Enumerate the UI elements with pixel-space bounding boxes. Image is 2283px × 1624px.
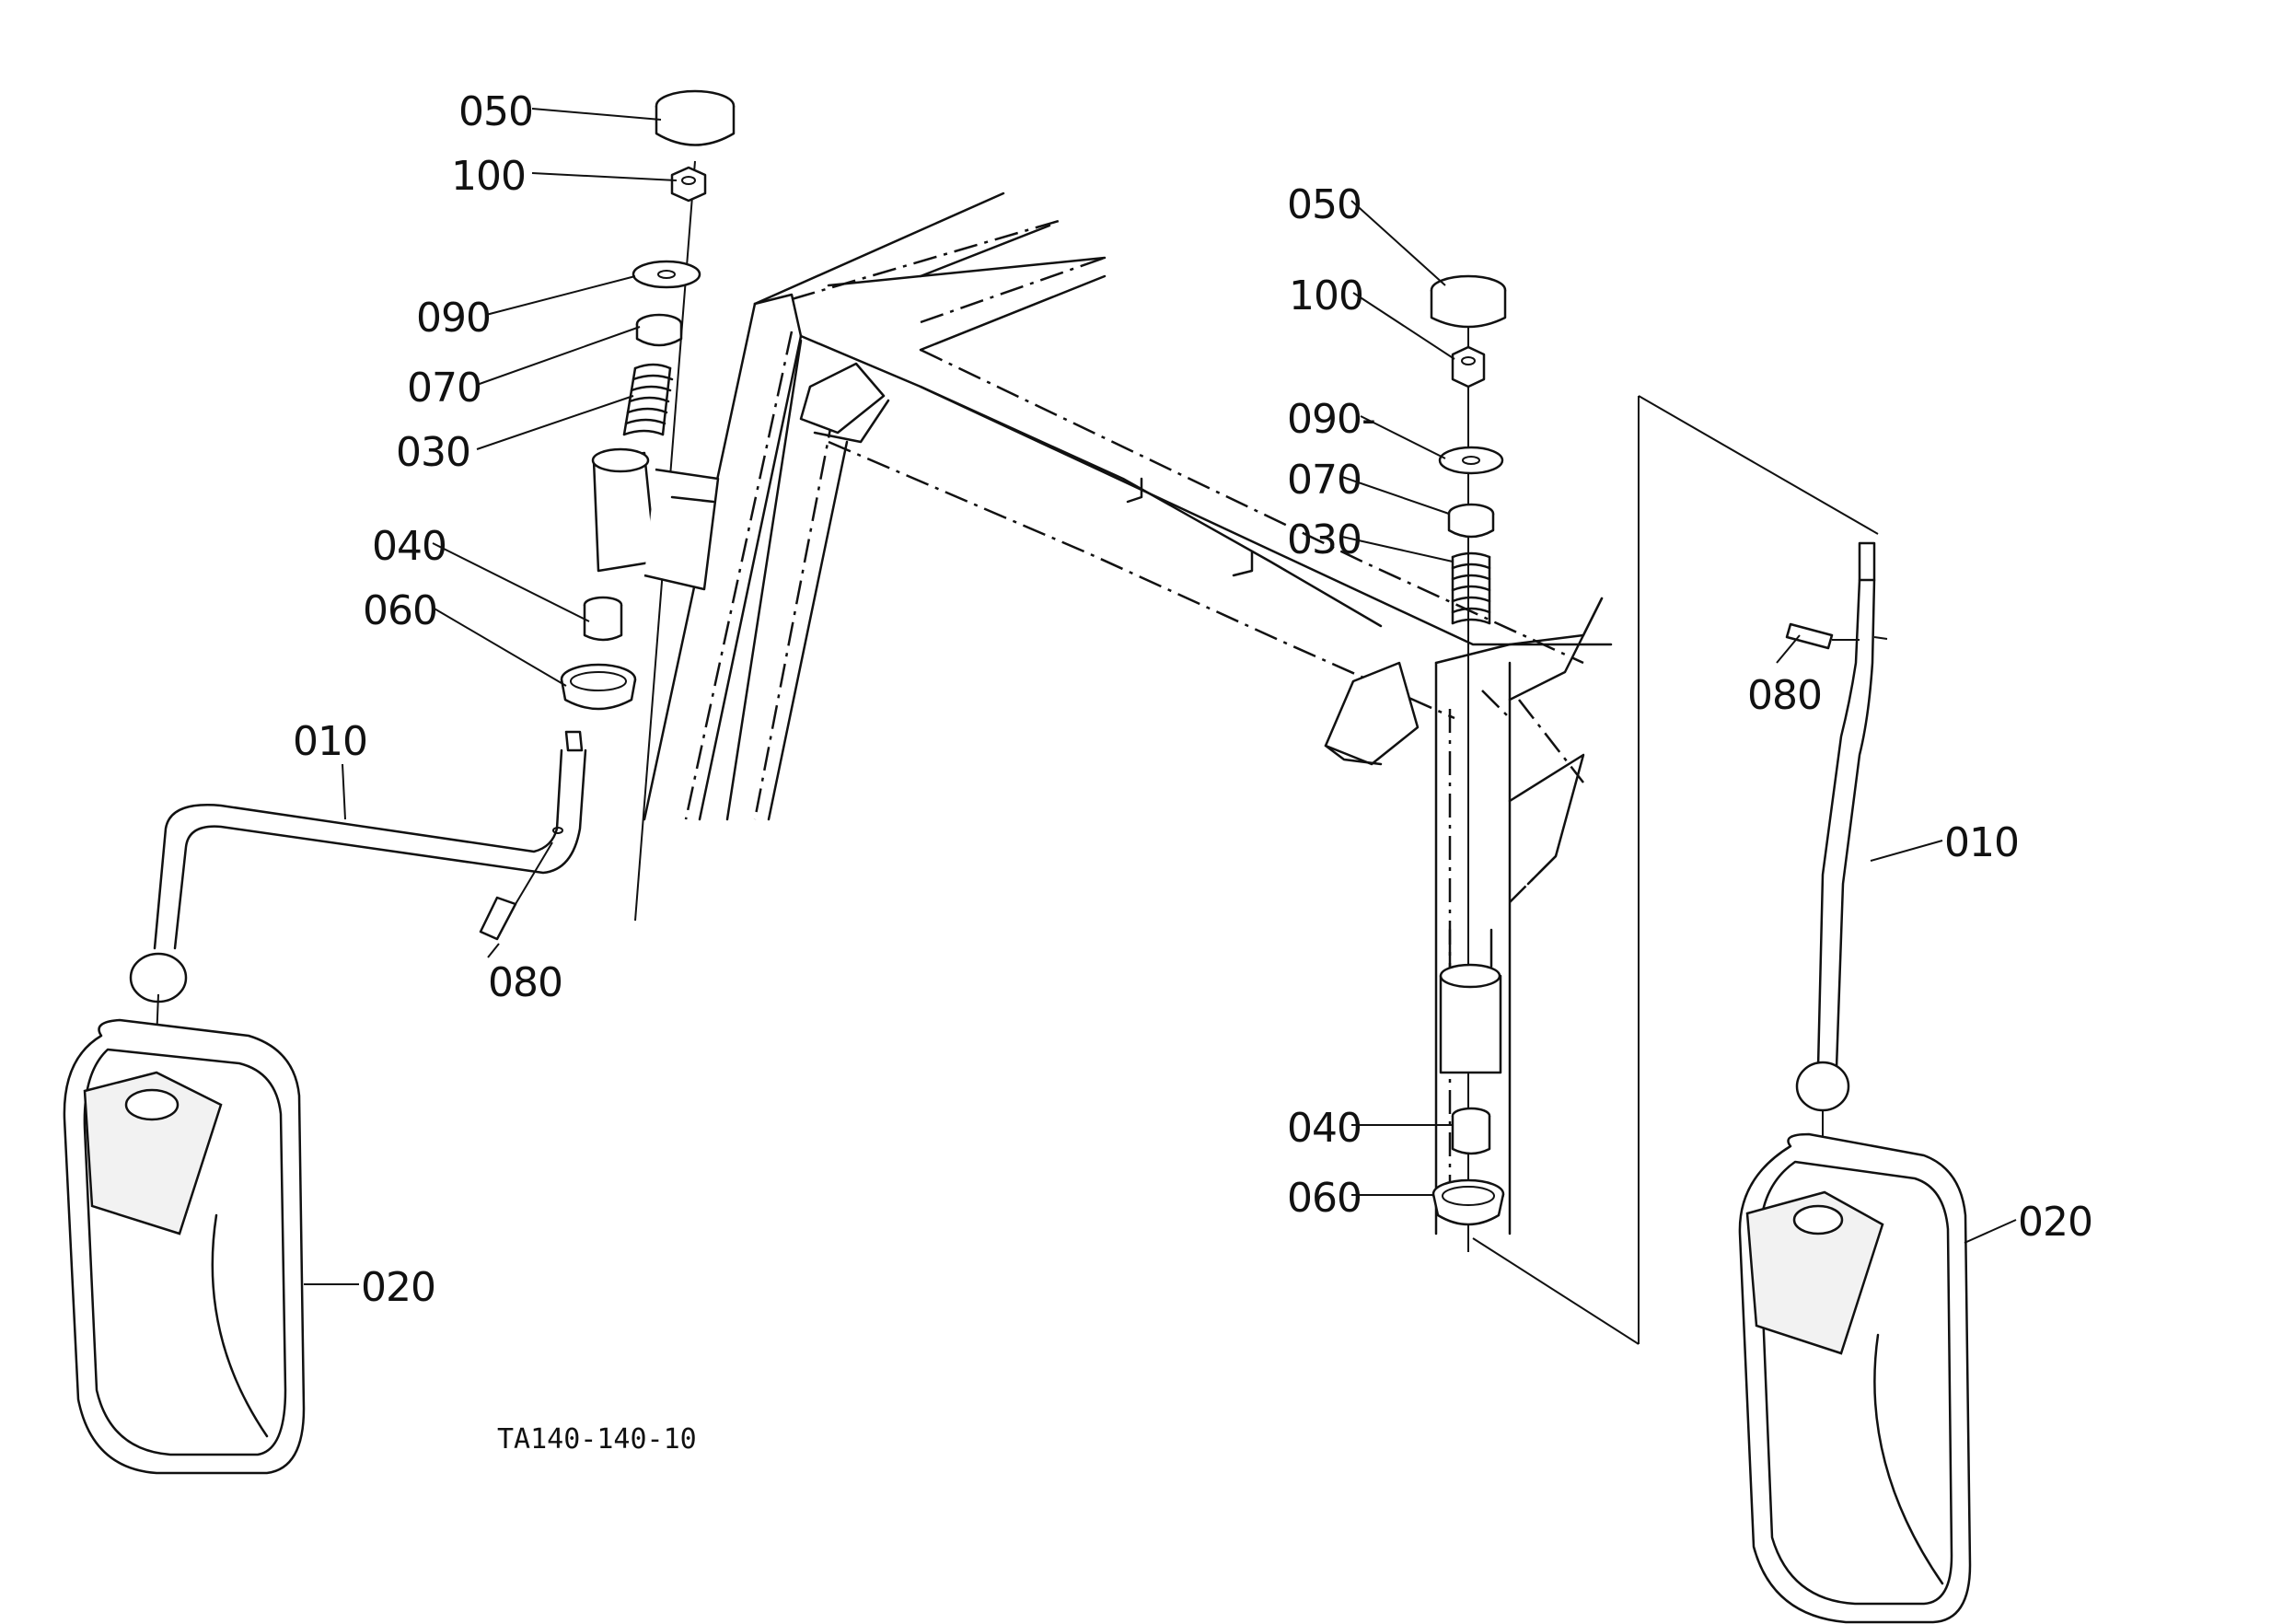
mirror-rod-010-right bbox=[1816, 541, 1888, 1070]
callout-100-left: 100 bbox=[451, 153, 526, 200]
spring-030-right bbox=[1451, 551, 1491, 625]
collar-040-right bbox=[1451, 1107, 1491, 1155]
callout-040-left: 040 bbox=[372, 523, 446, 570]
callout-080-left: 080 bbox=[488, 959, 562, 1006]
washer-090-left bbox=[632, 260, 701, 289]
left-mirror-assembly bbox=[63, 89, 736, 1475]
callout-labels: 050 100 090 070 030 040 060 010 080 020 … bbox=[293, 88, 2093, 1456]
callout-010-left: 010 bbox=[293, 718, 367, 765]
mirror-bracket-left bbox=[591, 447, 720, 591]
leader-lines bbox=[304, 108, 2017, 1285]
pin-080-right bbox=[1785, 622, 1860, 650]
pin-080-left bbox=[479, 841, 553, 941]
callout-020-right: 020 bbox=[2018, 1199, 2092, 1246]
callout-090-right: 090- bbox=[1287, 396, 1375, 443]
right-mirror-assembly bbox=[1430, 274, 1972, 1624]
drawing-reference-code: TA140-140-10 bbox=[497, 1423, 697, 1456]
nut-100-left bbox=[670, 166, 707, 203]
callout-050-left: 050 bbox=[458, 88, 533, 135]
washer-090-right bbox=[1438, 446, 1504, 475]
callout-060-left: 060 bbox=[363, 587, 437, 634]
callout-010-right: 010 bbox=[1944, 819, 2019, 866]
cab-frame bbox=[643, 191, 1879, 1345]
cup-060-left bbox=[560, 663, 637, 711]
mirror-head-020-left bbox=[63, 1018, 306, 1475]
collar-040-left bbox=[583, 596, 623, 642]
spring-030-left bbox=[622, 363, 674, 436]
callout-030-left: 030 bbox=[396, 429, 470, 476]
callout-090-left: 090 bbox=[416, 295, 491, 342]
callout-050-right: 050 bbox=[1287, 181, 1362, 228]
callout-030-right: 030 bbox=[1287, 516, 1362, 563]
mirror-bracket-right bbox=[1439, 928, 1502, 1074]
callout-080-right: 080 bbox=[1747, 672, 1822, 719]
mirror-rod-010-left bbox=[153, 730, 587, 950]
callout-020-left: 020 bbox=[361, 1264, 435, 1311]
cap-050-right bbox=[1430, 274, 1507, 329]
callout-060-right: 060 bbox=[1287, 1175, 1362, 1222]
callout-100-right: 100 bbox=[1289, 273, 1363, 319]
callout-070-right: 070 bbox=[1287, 457, 1362, 504]
bushing-070-left bbox=[635, 313, 683, 347]
nut-100-right bbox=[1451, 345, 1486, 389]
mirror-head-020-right bbox=[1738, 1132, 1972, 1624]
bushing-070-right bbox=[1447, 503, 1495, 539]
callout-040-right: 040 bbox=[1287, 1105, 1362, 1152]
cup-060-right bbox=[1431, 1178, 1505, 1226]
callout-070-left: 070 bbox=[407, 365, 481, 412]
cap-050-left bbox=[655, 89, 736, 146]
